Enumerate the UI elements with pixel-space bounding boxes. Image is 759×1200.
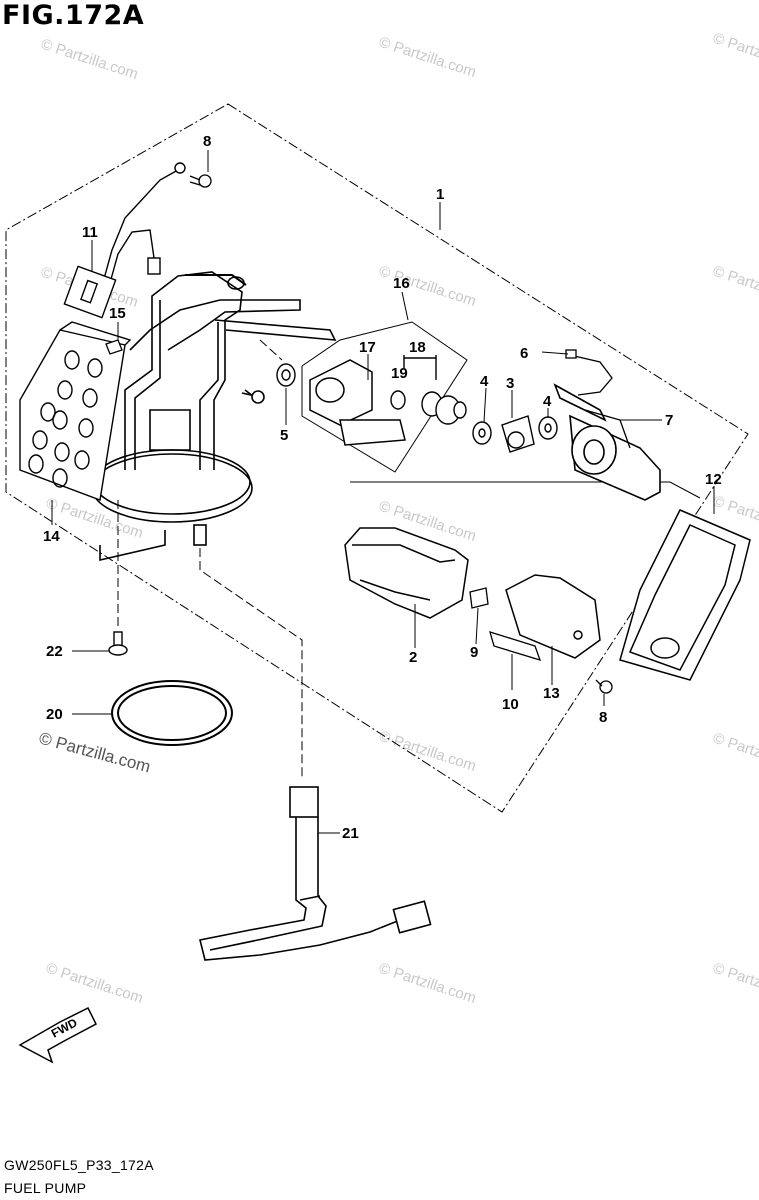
watermark: © Partzilla.com: [377, 960, 478, 1007]
gasket-9: [469, 587, 489, 609]
assembly-outline: [5, 103, 749, 813]
holder-3: [501, 415, 535, 453]
watermark: © Partzilla.com: [711, 960, 759, 1007]
leader-lines: [51, 150, 715, 834]
cover-13: [505, 574, 601, 659]
plate-10: [489, 631, 542, 661]
callout-part-4: 4: [543, 393, 552, 410]
callout-numbers: 1 2 3 4 4 5 6 7 8 8 9 10 11 12 13 14 15 …: [43, 133, 722, 842]
callout-part-4: 4: [480, 373, 489, 390]
figure-code: GW250FL5_P33_172A: [4, 1157, 154, 1173]
callout-part-15: 15: [109, 305, 126, 322]
callout-part-6: 6: [520, 345, 528, 362]
callout-part-19: 19: [391, 365, 408, 382]
wire-harness-11: [63, 162, 186, 319]
figure-name: FUEL PUMP: [4, 1180, 87, 1196]
housing-2: [344, 527, 469, 619]
callout-part-1: 1: [436, 186, 444, 203]
screw-8-bottom: [595, 679, 613, 694]
watermark: © Partzilla.com: [711, 30, 759, 77]
watermark: © Partzilla.com: [377, 728, 478, 775]
fuel-hose-21: [199, 786, 432, 961]
assembly-lines: [117, 339, 303, 780]
pad-12: [619, 509, 751, 681]
oring-20: [111, 680, 233, 746]
callout-part-9: 9: [470, 644, 478, 661]
screw-8-top: [189, 174, 212, 188]
washer-4-right: [538, 416, 558, 440]
pump-bracket: [91, 271, 337, 562]
callout-part-22: 22: [46, 643, 63, 660]
valve-18: [403, 355, 467, 425]
callout-part-3: 3: [506, 375, 514, 392]
fwd-arrow: FWD: [18, 1006, 97, 1064]
callout-part-7: 7: [665, 412, 673, 429]
screw-22: [108, 631, 128, 656]
watermark: © Partzilla.com: [711, 263, 759, 310]
gasket-outline: [350, 481, 701, 499]
callout-part-5: 5: [280, 427, 288, 444]
oring-19: [390, 390, 406, 410]
watermark-main: © Partzilla.com: [37, 729, 153, 777]
callout-part-13: 13: [543, 685, 560, 702]
watermark: © Partzilla.com: [44, 960, 145, 1007]
watermark: © Partzilla.com: [711, 730, 759, 777]
callout-part-8: 8: [203, 133, 211, 150]
callout-part-16: 16: [393, 275, 410, 292]
subassembly-outline-16: [301, 321, 468, 473]
filter-screen-14: [19, 321, 132, 501]
callout-part-12: 12: [705, 471, 722, 488]
callout-part-11: 11: [82, 224, 98, 241]
figure-title: FIG.172A: [2, 0, 145, 31]
clip-15: [105, 339, 123, 355]
callout-part-21: 21: [342, 825, 359, 842]
fuel-pump-motor-7: [553, 383, 661, 501]
callout-part-17: 17: [359, 339, 376, 356]
watermark: © Partzilla.com: [377, 34, 478, 81]
callout-part-14: 14: [43, 528, 60, 545]
washer-5: [276, 363, 296, 387]
regulator-17: [309, 359, 406, 446]
watermark: © Partzilla.com: [377, 263, 478, 310]
callout-part-10: 10: [502, 696, 519, 713]
callout-part-8: 8: [599, 709, 607, 726]
watermark: © Partzilla.com: [39, 36, 140, 83]
callout-part-2: 2: [409, 649, 417, 666]
callout-part-18: 18: [409, 339, 426, 356]
callout-part-20: 20: [46, 706, 63, 723]
washer-4-left: [472, 421, 492, 445]
